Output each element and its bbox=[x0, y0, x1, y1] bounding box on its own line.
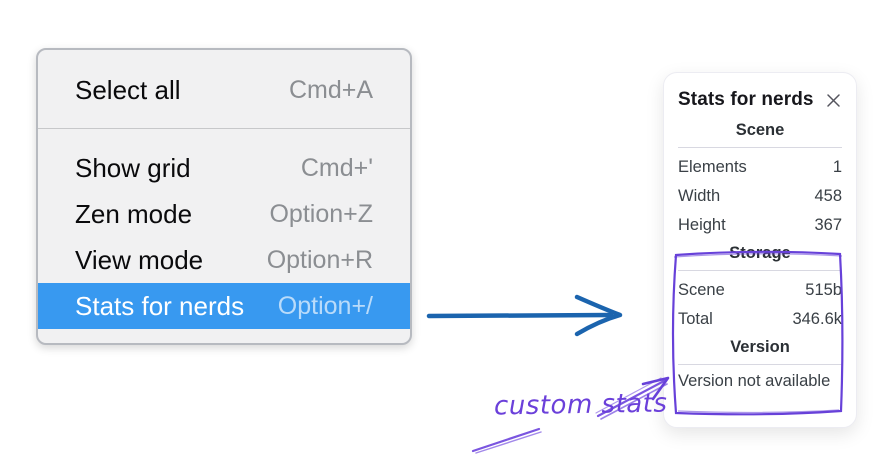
section-heading: Scene bbox=[735, 121, 785, 139]
stat-row-elements: Elements 1 bbox=[678, 157, 842, 177]
menu-item-label: View mode bbox=[75, 244, 204, 275]
stat-value: 367 bbox=[814, 216, 842, 234]
section-divider bbox=[678, 270, 842, 271]
stats-panel-header: Stats for nerds bbox=[678, 89, 842, 111]
menu-item-show-grid[interactable]: Show grid Cmd+' bbox=[38, 145, 410, 191]
menu-item-shortcut: Option+Z bbox=[269, 199, 373, 228]
stat-value: 1 bbox=[832, 158, 842, 176]
stat-row-width: Width 458 bbox=[678, 186, 842, 206]
menu-item-shortcut: Cmd+A bbox=[288, 75, 373, 104]
annotation-custom-stats: custom stats bbox=[493, 388, 668, 422]
menu-item-label: Show grid bbox=[75, 152, 191, 183]
version-note: Version not available bbox=[678, 372, 831, 390]
stat-value: 515b bbox=[805, 281, 842, 299]
stat-row-height: Height 367 bbox=[678, 215, 842, 235]
stat-row-scene-size: Scene 515b bbox=[678, 280, 842, 300]
section-heading: Version bbox=[730, 338, 790, 356]
stat-row-total-size: Total 346.6k bbox=[678, 309, 842, 329]
stat-value: 458 bbox=[814, 187, 842, 205]
stat-label: Total bbox=[678, 310, 713, 328]
section-scene: Scene Elements 1 Width 458 Height 367 bbox=[676, 121, 844, 235]
stat-label: Elements bbox=[678, 158, 747, 176]
section-divider bbox=[678, 147, 842, 148]
menu-item-shortcut: Option+/ bbox=[277, 291, 373, 320]
stat-value: 346.6k bbox=[792, 310, 842, 328]
section-divider bbox=[678, 364, 842, 365]
stat-label: Width bbox=[678, 187, 721, 205]
section-version: Version Version not available bbox=[676, 338, 844, 391]
stat-label: Height bbox=[678, 216, 726, 234]
menu-item-zen-mode[interactable]: Zen mode Option+Z bbox=[38, 191, 410, 237]
menu-item-shortcut: Cmd+' bbox=[300, 153, 373, 182]
menu-divider bbox=[38, 128, 410, 129]
blue-arrow bbox=[426, 294, 623, 337]
menu-item-select-all[interactable]: Select all Cmd+A bbox=[38, 58, 410, 122]
menu-item-label: Stats for nerds bbox=[75, 290, 245, 321]
menu-item-view-mode[interactable]: View mode Option+R bbox=[38, 237, 410, 283]
stat-label: Scene bbox=[678, 281, 725, 299]
menu-item-shortcut: Option+R bbox=[266, 245, 373, 274]
menu-item-label: Zen mode bbox=[75, 198, 193, 229]
stats-panel: Stats for nerds Scene Elements 1 Width 4… bbox=[663, 72, 857, 428]
menu-item-stats-for-nerds[interactable]: Stats for nerds Option+/ bbox=[38, 283, 410, 329]
context-menu: Select all Cmd+A Show grid Cmd+' Zen mod… bbox=[36, 48, 412, 345]
menu-item-label: Select all bbox=[75, 74, 181, 105]
section-heading: Storage bbox=[729, 244, 791, 262]
stats-panel-title: Stats for nerds bbox=[678, 89, 814, 110]
close-icon[interactable] bbox=[824, 91, 842, 109]
section-storage: Storage Scene 515b Total 346.6k bbox=[676, 244, 844, 329]
